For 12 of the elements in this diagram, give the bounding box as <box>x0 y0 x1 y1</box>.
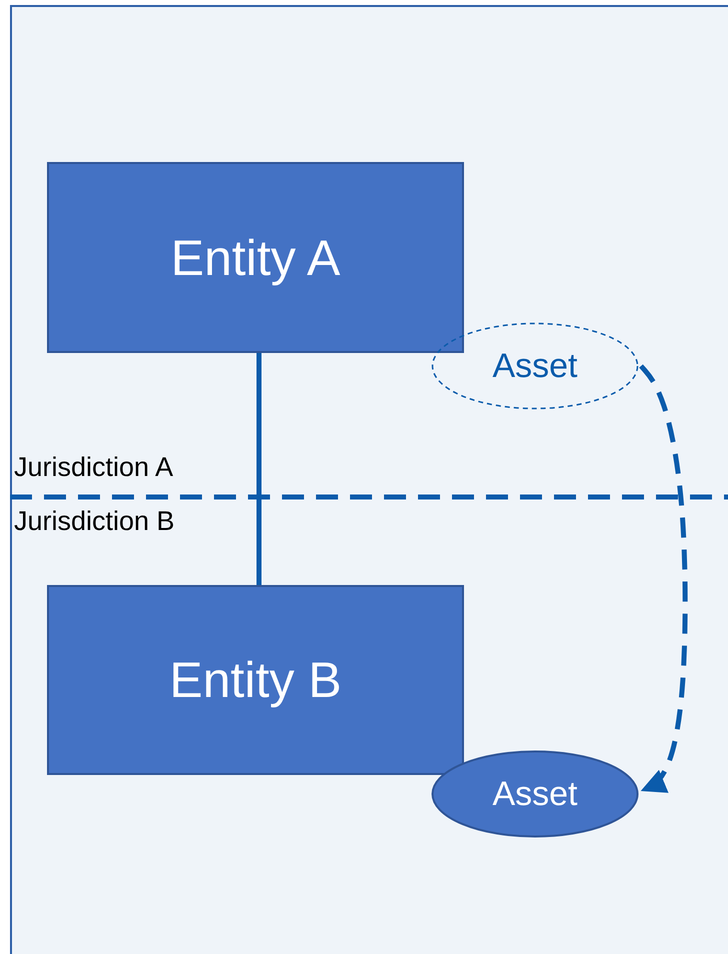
arrow <box>639 364 688 793</box>
connector-line <box>256 353 262 585</box>
asset-ellipse <box>431 322 639 410</box>
entity-label: Entity A <box>170 228 340 286</box>
jurisdiction-label: Jurisdiction B <box>14 506 175 537</box>
jurisdiction-label: Jurisdiction A <box>14 452 174 483</box>
asset-label: Asset <box>492 774 578 814</box>
entity-box <box>47 585 464 775</box>
asset-ellipse <box>431 750 639 838</box>
entity-box <box>47 162 464 353</box>
asset-label: Asset <box>492 346 578 386</box>
entity-label: Entity B <box>169 651 342 709</box>
